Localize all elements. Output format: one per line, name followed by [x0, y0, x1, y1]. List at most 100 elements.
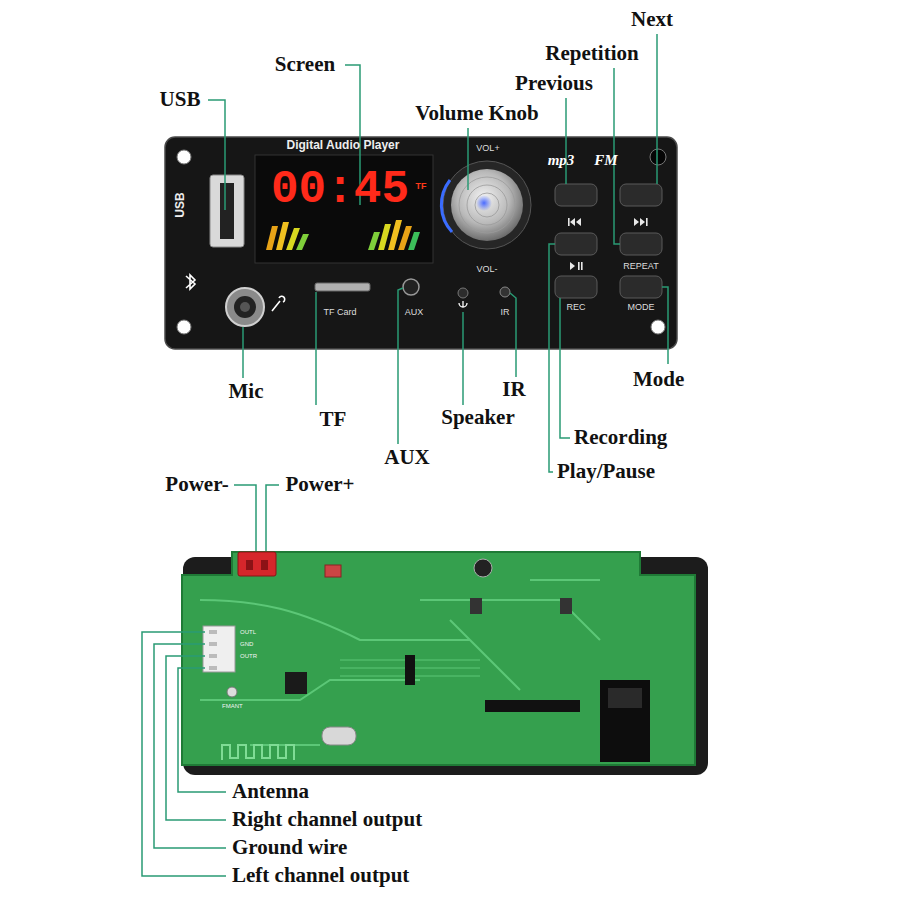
callout-label: Left channel output	[232, 864, 409, 887]
leader-lines-part	[510, 293, 516, 377]
output-connector-part	[209, 666, 217, 670]
volume-knob	[441, 161, 531, 249]
pcb-antenna-part	[222, 745, 294, 760]
callout-label: Recording	[574, 426, 667, 449]
pcb-components-part	[227, 687, 237, 697]
tf-card-slot-part	[315, 283, 370, 291]
usb-port-part	[220, 183, 234, 239]
silkscreen-label: OUTL	[240, 629, 256, 636]
pcb-board-part	[200, 580, 600, 745]
callout-label: Ground wire	[232, 836, 347, 859]
leader-lines-part	[234, 485, 256, 551]
volume-knob-part	[451, 169, 523, 241]
pcb-board-part	[182, 552, 695, 765]
leader-lines-part	[560, 298, 570, 438]
display-screen-part	[266, 226, 278, 250]
push-buttons	[555, 184, 662, 298]
front-panel-part	[650, 149, 666, 165]
button-icons-part	[640, 218, 645, 226]
silkscreen-label: OUTR	[240, 653, 257, 660]
pcb-board	[182, 552, 695, 765]
volume-knob-part	[443, 161, 531, 249]
pcb-components-part	[322, 727, 356, 745]
button-icons-part	[570, 262, 575, 270]
button-icons-part	[576, 218, 581, 226]
display-screen	[255, 155, 433, 263]
leader-lines-part	[398, 288, 403, 444]
panel-print: VOL-	[476, 265, 497, 275]
aux-jack	[403, 279, 419, 295]
bluetooth-icon-part	[186, 275, 195, 289]
pcb-components-part	[325, 565, 341, 577]
callout-label: Power+	[285, 473, 354, 496]
callout-label: Repetition	[545, 42, 638, 65]
callout-label: Mode	[633, 368, 684, 391]
volume-knob-part	[441, 180, 452, 232]
volume-knob-part	[476, 195, 492, 211]
output-connector-part	[209, 630, 217, 634]
leader-lines-part	[462, 312, 464, 405]
output-connector-part	[209, 642, 217, 646]
bluetooth-icon	[186, 275, 195, 289]
brand-logo: FM	[594, 152, 617, 169]
leader-lines-part	[242, 327, 244, 378]
button-icons-part	[568, 218, 570, 226]
push-buttons-part	[620, 233, 662, 255]
mic-jack-part	[234, 296, 256, 318]
leader-lines-part	[208, 100, 225, 210]
push-buttons-part	[555, 233, 597, 255]
panel-print: REPEAT	[623, 262, 658, 272]
panel-print: IR	[501, 308, 510, 318]
leader-lines-part	[266, 485, 279, 551]
callout-label: Power-	[165, 473, 228, 496]
leader-lines-part	[178, 668, 226, 792]
panel-print: Digital Audio Player	[287, 139, 400, 152]
callout-label: Screen	[275, 53, 335, 76]
callout-label: Speaker	[441, 406, 515, 429]
callout-label: USB	[160, 88, 201, 111]
button-icons-part	[646, 218, 648, 226]
pcb-components-part	[485, 700, 580, 712]
panel-print: TF Card	[323, 308, 356, 318]
leader-lines-part	[166, 656, 226, 820]
silkscreen-label: FMANT	[222, 703, 243, 710]
output-connector-part	[203, 626, 235, 672]
button-icons-part	[581, 262, 583, 270]
front-panel	[165, 137, 677, 349]
callout-label: Previous	[515, 72, 593, 95]
display-screen-part	[408, 232, 420, 250]
pcb-antenna	[222, 745, 294, 760]
mic-jack	[226, 288, 285, 326]
front-panel-part	[651, 320, 665, 334]
front-panel-part	[165, 137, 677, 349]
leader-lines-part	[467, 128, 469, 190]
leader-lines-part	[656, 34, 658, 184]
screen-indicator: TF	[416, 182, 427, 192]
panel-print: AUX	[405, 308, 424, 318]
volume-knob-part	[467, 185, 507, 225]
mic-hole-part	[458, 288, 468, 298]
usb-port	[210, 175, 244, 247]
callout-label: Next	[631, 8, 673, 31]
push-buttons-part	[555, 184, 597, 206]
mic-jack-part	[240, 302, 250, 312]
screen-digits: 00:45	[271, 165, 409, 216]
front-panel-part	[177, 320, 191, 334]
push-buttons-part	[555, 276, 597, 298]
display-screen-part	[276, 222, 289, 250]
leader-lines-part	[565, 98, 567, 184]
usb-port-part	[210, 175, 244, 247]
display-screen-part	[368, 232, 380, 250]
leader-lines	[208, 34, 668, 472]
push-buttons-part	[620, 184, 662, 206]
callout-label: Right channel output	[232, 808, 422, 831]
front-panel-part	[177, 150, 191, 164]
pcb-components-part	[600, 680, 650, 762]
pcb-components-part	[405, 655, 415, 685]
button-icons-part	[578, 262, 580, 270]
pcb-components-part	[560, 598, 572, 614]
panel-print: VOL+	[476, 144, 499, 154]
power-connector-part	[246, 560, 253, 570]
